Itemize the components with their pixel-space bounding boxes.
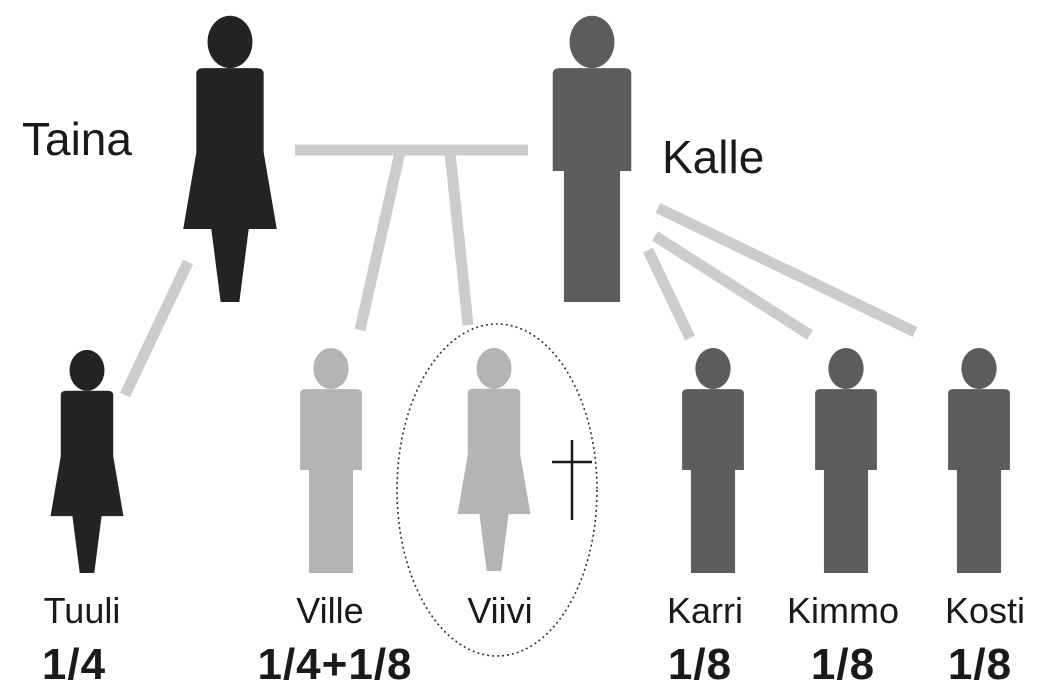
line-to-ville xyxy=(354,150,406,332)
child-name-kosti: Kosti xyxy=(944,590,1026,631)
kalle-male-figure-icon xyxy=(552,15,632,302)
inheritance-share-ville: 1/4+1/8 xyxy=(257,640,413,689)
child-name-karri: Karri xyxy=(666,590,744,631)
viivi-female-figure-icon xyxy=(457,347,531,571)
inheritance-share-kimmo: 1/8 xyxy=(810,640,876,689)
line-to-viivi xyxy=(444,151,474,326)
line-kalle-to-kimmo xyxy=(652,231,813,340)
line-taina-to-tuuli xyxy=(120,259,193,398)
taina-female-figure-icon xyxy=(183,15,277,302)
kimmo-male-figure-icon xyxy=(815,347,877,573)
ville-male-figure-icon xyxy=(300,347,362,573)
deceased-highlight-ellipse xyxy=(396,323,598,657)
line-kalle-to-kosti xyxy=(655,203,918,337)
parent-name-kalle: Kalle xyxy=(662,131,765,183)
parent-name-taina: Taina xyxy=(22,113,132,165)
line-kalle-to-karri xyxy=(643,247,695,341)
inheritance-share-karri: 1/8 xyxy=(667,640,733,689)
child-name-viivi: Viivi xyxy=(467,590,533,631)
inheritance-share-tuuli: 1/4 xyxy=(41,640,107,689)
inheritance-share-kosti: 1/8 xyxy=(947,640,1013,689)
karri-male-figure-icon xyxy=(682,347,744,573)
child-name-kimmo: Kimmo xyxy=(786,590,900,631)
cross-icon xyxy=(552,440,592,520)
child-name-tuuli: Tuuli xyxy=(43,590,121,631)
tuuli-female-figure-icon xyxy=(50,349,124,573)
connector-lines xyxy=(120,144,918,398)
child-name-ville: Ville xyxy=(296,590,364,631)
kosti-male-figure-icon xyxy=(948,347,1010,573)
